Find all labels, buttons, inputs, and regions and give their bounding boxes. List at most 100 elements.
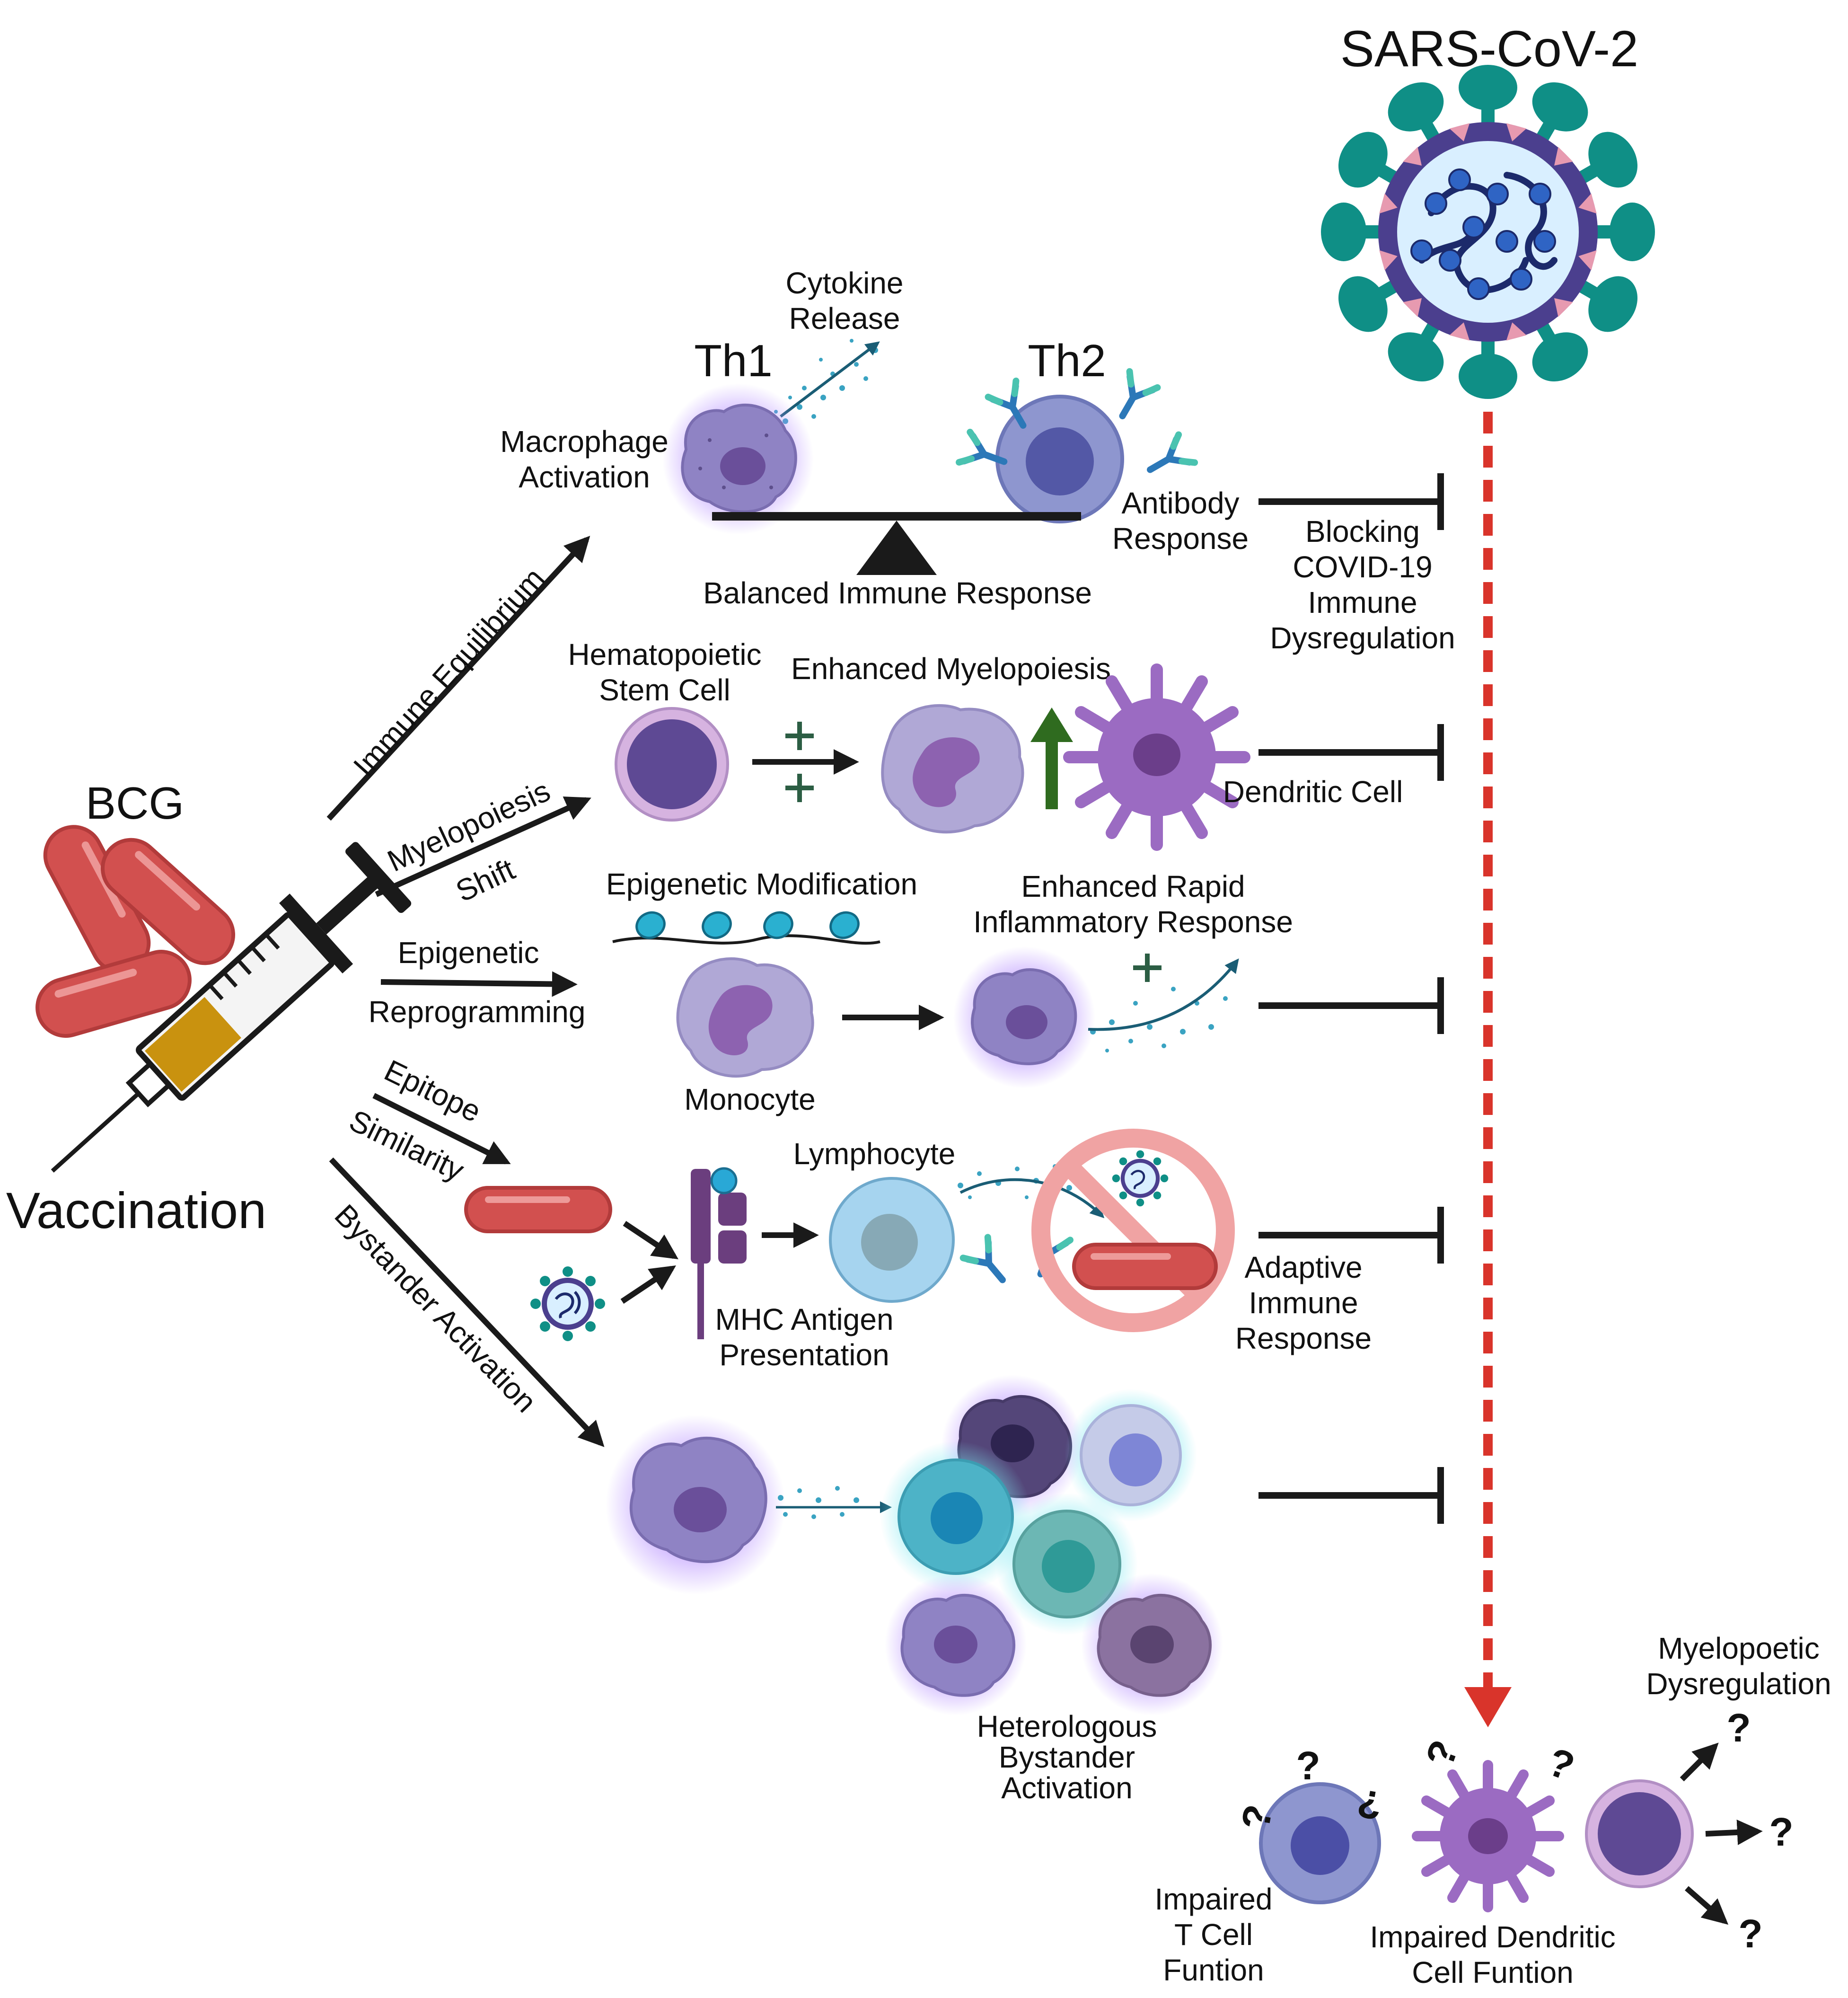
hsc-label-line1: Hematopoietic	[568, 637, 761, 672]
dendritic-cell-label: Dendritic Cell	[1223, 775, 1403, 809]
antigen-to-mhc-arrow-1	[623, 1221, 678, 1259]
dysregulation-arrows	[1680, 1742, 1763, 1925]
label-immune-equilibrium: Immune Equilibrium	[347, 561, 551, 783]
adaptive-label-line1: Adaptive	[1244, 1250, 1362, 1284]
impaired-t-cell-line3: Funtion	[1163, 1953, 1264, 1987]
nucleosome-dna-icon	[612, 911, 880, 945]
bystander-teal-lymphocyte-icon	[880, 1441, 1031, 1592]
adaptive-label-line2: Immune	[1249, 1286, 1358, 1320]
sars-cov-2-virus-icon	[1321, 65, 1655, 399]
inhibition-bars	[1258, 473, 1444, 1524]
heterologous-label-line1: Heterologous	[977, 1709, 1157, 1743]
bcg-antigen-rod-icon	[464, 1186, 612, 1233]
bcg-title: BCG	[86, 778, 184, 829]
myelo-question-mark-3: ?	[1738, 1911, 1762, 1956]
monocyte-icon	[676, 957, 814, 1078]
balanced-immune-response-label: Balanced Immune Response	[703, 576, 1092, 610]
inhibition-bar-row4	[1258, 1207, 1444, 1264]
th2-label: Th2	[1028, 336, 1106, 386]
blocking-line3: Immune	[1308, 585, 1417, 619]
label-shift: Shift	[450, 852, 520, 908]
inhibition-bar-row2	[1258, 724, 1444, 781]
bystander-dark-cell-icon	[942, 1375, 1083, 1517]
mhc-label-line2: Presentation	[719, 1338, 889, 1372]
label-epitope: Epitope	[379, 1053, 486, 1129]
myelo-question-mark-2: ?	[1769, 1810, 1793, 1854]
inhibition-bar-row5	[1258, 1467, 1444, 1524]
enhanced-myelopoiesis-label: Enhanced Myelopoiesis	[791, 652, 1111, 686]
antigen-to-mhc-arrow-2	[620, 1265, 676, 1304]
lymphocyte-icon	[829, 1177, 955, 1303]
label-epigenetic: Epigenetic	[398, 936, 539, 970]
antibody-icons	[956, 368, 1198, 473]
virus-envelope-proteins	[1379, 123, 1597, 341]
inflammatory-response-arrow	[1088, 958, 1239, 1031]
impaired-t-cell-line2: T Cell	[1174, 1918, 1253, 1952]
cytokine-release-line1: Cytokine	[786, 266, 904, 300]
inhibition-bar-row1	[1258, 473, 1444, 530]
pathway-arrows	[326, 536, 605, 1447]
monocyte-label: Monocyte	[684, 1082, 815, 1116]
hsc-label-line2: Stem Cell	[599, 673, 730, 707]
myelopoetic-dysregulation-line2: Dysregulation	[1646, 1667, 1831, 1701]
rapid-response-line1: Enhanced Rapid	[1021, 869, 1245, 903]
vaccination-title: Vaccination	[6, 1182, 266, 1239]
th1-macrophage-icon	[662, 383, 814, 535]
impaired-t-cell-line1: Impaired	[1155, 1882, 1273, 1916]
hematopoietic-stem-cell-icon	[615, 707, 729, 822]
th1-label: Th1	[694, 336, 772, 386]
epigenetic-modification-label: Epigenetic Modification	[606, 867, 917, 901]
antibody-response-line1: Antibody	[1121, 486, 1239, 520]
dc-question-mark-2: ?	[1542, 1739, 1580, 1789]
cytokine-release-arrow	[780, 341, 880, 418]
syringe-icon	[51, 842, 412, 1173]
heterologous-label-line3: Activation	[1001, 1771, 1132, 1805]
bystander-pale-lymphocyte-icon	[1065, 1389, 1197, 1521]
impaired-dc-line2: Cell Funtion	[1412, 1955, 1574, 1989]
dendritic-cell-icon	[1063, 663, 1250, 851]
myeloid-cell-icon	[881, 704, 1024, 834]
bystander-macrophage-small-icon	[885, 1574, 1027, 1715]
macrophage-activation-line2: Activation	[519, 460, 650, 494]
bystander-macrophage-icon	[606, 1415, 785, 1595]
virus-nucleocapsid	[1410, 168, 1556, 300]
bcg-bacteria-icon	[35, 825, 236, 1038]
heterologous-label-line2: Bystander	[999, 1740, 1135, 1774]
bystander-cytokine-spray-icon	[778, 1486, 859, 1519]
antibody-response-line2: Response	[1112, 522, 1249, 556]
cytokine-release-spray-icon	[774, 339, 878, 424]
balance-scale-icon	[712, 512, 1081, 575]
inflammatory-plus-icon	[1133, 954, 1162, 982]
label-reprogramming: Reprogramming	[369, 995, 586, 1029]
mhc-molecule-icon	[691, 1167, 747, 1339]
cytokine-release-line2: Release	[789, 301, 900, 336]
lymphocyte-response-arrow	[959, 1178, 1105, 1219]
plus-signs-icon	[785, 722, 814, 802]
impaired-t-cell-icon	[1259, 1782, 1381, 1904]
myelo-question-mark-1: ?	[1726, 1706, 1751, 1750]
small-virus-icon	[530, 1266, 605, 1341]
lymphocyte-label: Lymphocyte	[793, 1137, 956, 1171]
adaptive-label-line3: Response	[1235, 1321, 1372, 1355]
inhibition-bar-row3	[1258, 977, 1444, 1034]
blocking-line4: Dysregulation	[1270, 621, 1455, 655]
t-cell-question-mark-3: ?	[1354, 1781, 1386, 1829]
impaired-dendritic-cell-icon	[1412, 1760, 1564, 1912]
dc-question-mark-1: ?	[1417, 1734, 1467, 1772]
enhanced-growth-arrow-icon	[1030, 707, 1073, 809]
myelopoetic-dysregulation-line1: Myelopoetic	[1658, 1631, 1820, 1665]
prohibited-sign-icon	[1031, 1129, 1235, 1332]
t-cell-question-mark-2: ?	[1296, 1743, 1320, 1788]
blocking-line1: Blocking	[1305, 514, 1420, 548]
virus-path-arrowhead	[1464, 1687, 1512, 1727]
virus-interior	[1397, 141, 1579, 323]
th2-lymphocyte-icon	[995, 395, 1124, 523]
bystander-mauve-cell-icon	[1081, 1574, 1223, 1715]
rapid-response-line2: Inflammatory Response	[973, 905, 1293, 939]
mhc-label-line1: MHC Antigen	[715, 1302, 893, 1336]
macrophage-activation-line1: Macrophage	[500, 424, 669, 459]
impaired-dc-line1: Impaired Dendritic	[1370, 1920, 1615, 1954]
blocking-line2: COVID-19	[1293, 550, 1432, 584]
inflammatory-macrophage-icon	[953, 946, 1095, 1088]
